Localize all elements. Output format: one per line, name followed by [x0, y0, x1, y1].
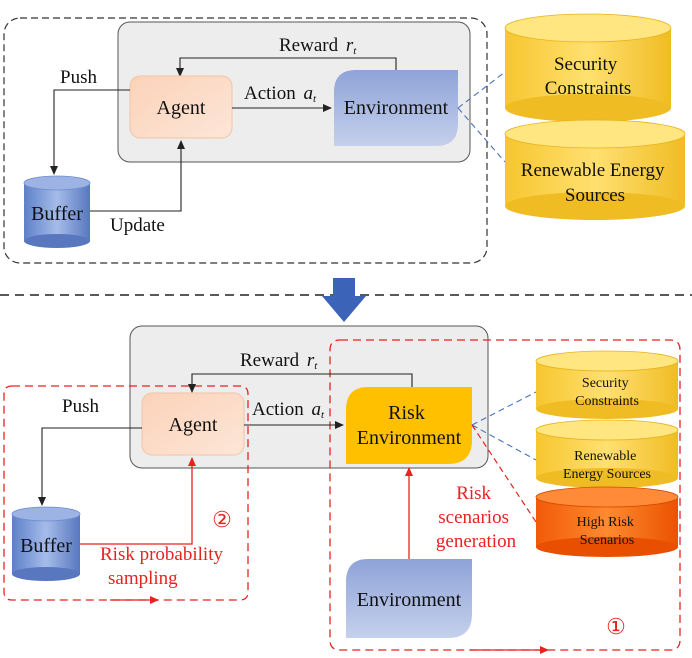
top-update-arrow: [90, 140, 185, 212]
top-update-label: Update: [110, 215, 165, 236]
generation-label: Risk scenarios generation: [436, 483, 517, 552]
region-one-frame: [329, 339, 681, 651]
bottom-security-label: Security Constraints: [575, 376, 639, 409]
down-arrow-icon: [322, 278, 366, 322]
lower-environment-label: Environment: [357, 589, 462, 611]
bottom-push-arrow: [38, 427, 142, 506]
bottom-push-label: Push: [62, 396, 99, 417]
top-push-arrow: [50, 89, 130, 175]
sampling-arrow: [80, 457, 196, 545]
top-agent-label: Agent: [157, 97, 206, 119]
high-risk-label: High Risk Scenarios: [577, 515, 638, 548]
bottom-action-label: Action at: [252, 399, 325, 421]
bottom-renewable-cylinder: [535, 419, 679, 488]
risk-environment-box: [346, 387, 472, 464]
top-security-label: Security Constraints: [545, 54, 632, 99]
top-renewable-cylinder: [504, 119, 686, 220]
marker-one-label: ①: [606, 614, 626, 639]
bottom-security-cylinder: [535, 350, 679, 419]
top-reward-label: Reward rt: [279, 35, 357, 57]
top-agent-box: [129, 75, 233, 139]
sampling-label: Risk probability sampling: [100, 544, 228, 589]
top-connector-renewable: [457, 107, 506, 163]
bottom-renewable-label: Renewable Energy Sources: [563, 449, 651, 482]
high-risk-cylinder: [535, 486, 679, 557]
top-environment-box: [334, 70, 458, 146]
bottom-reward-arrow: [188, 373, 413, 393]
bottom-buffer-label: Buffer: [20, 535, 72, 557]
bottom-connector-renewable: [471, 424, 537, 461]
bottom-reward-label: Reward rt: [240, 350, 318, 372]
top-renewable-label: Renewable Energy Sources: [521, 160, 669, 206]
top-reward-arrow: [176, 57, 397, 77]
top-outer-dashed-frame: [3, 17, 488, 264]
bottom-connector-security: [471, 391, 537, 426]
top-action-label: Action at: [244, 83, 317, 105]
bottom-agent-box: [141, 392, 245, 456]
top-security-cylinder: [504, 13, 672, 122]
lower-environment-box: [346, 559, 472, 638]
marker-two-label: ②: [212, 507, 232, 532]
bottom-buffer-cylinder: [11, 506, 81, 581]
top-push-label: Push: [60, 67, 97, 88]
bottom-agent-label: Agent: [169, 414, 218, 436]
top-buffer-cylinder: [23, 175, 91, 248]
top-environment-label: Environment: [344, 97, 449, 119]
risk-environment-label: Risk Environment: [357, 402, 462, 449]
top-buffer-label: Buffer: [31, 203, 83, 225]
region-two-frame: [3, 385, 249, 601]
